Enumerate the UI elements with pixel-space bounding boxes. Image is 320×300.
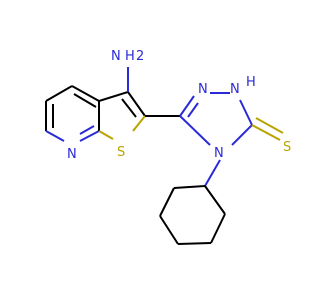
bond-tri-1-inner [187,102,199,118]
bond-tri-4 [231,124,253,146]
atom-triazole-n4: N [214,146,224,161]
bond-pyr-4 [45,130,65,142]
bond-tri-3 [239,99,253,126]
bond-cy-1 [204,185,226,215]
atom-thiophene-s: S [117,145,125,160]
atom-triazole-n1: N [198,82,208,97]
atom-amino-h: H [125,49,135,64]
bond-pyr-5-inner [79,125,95,135]
bond-tri-1 [179,95,195,117]
bond-thione-1 [251,124,281,141]
bond-cy-4 [159,215,179,245]
bond-thione-2 [255,117,284,134]
molecule-structure: N H 2 N S N N H N S [45,49,291,245]
atom-amino-n: N [111,49,121,64]
bond-thio-3 [132,115,146,132]
bond-cy-3 [177,242,212,245]
bond-thio-1 [98,91,129,102]
bond-thio-2 [127,91,146,117]
atom-pyridine-n: N [67,147,77,162]
atom-triazole-nh-h: H [246,75,256,90]
atom-triazole-n2: N [230,82,240,97]
bond-tri-5 [179,115,211,146]
bond-pyr-2 [45,85,73,102]
bond-thio-4 [98,130,114,140]
bond-pyr-1 [71,85,100,102]
bond-thio-2-inner [121,98,137,118]
bond-cy-6 [173,185,206,189]
bond-cy-2 [210,213,226,244]
atom-amino-h-count: 2 [136,49,144,64]
atom-thione-s: S [283,140,291,155]
bond-cy-5 [159,187,175,217]
bond-pyr-1-inner [73,93,97,108]
molecule-canvas: N H 2 N S N N H N S [45,49,292,245]
bond-pyr-5 [79,130,100,142]
bond-n4-cyclohexyl [204,159,221,187]
